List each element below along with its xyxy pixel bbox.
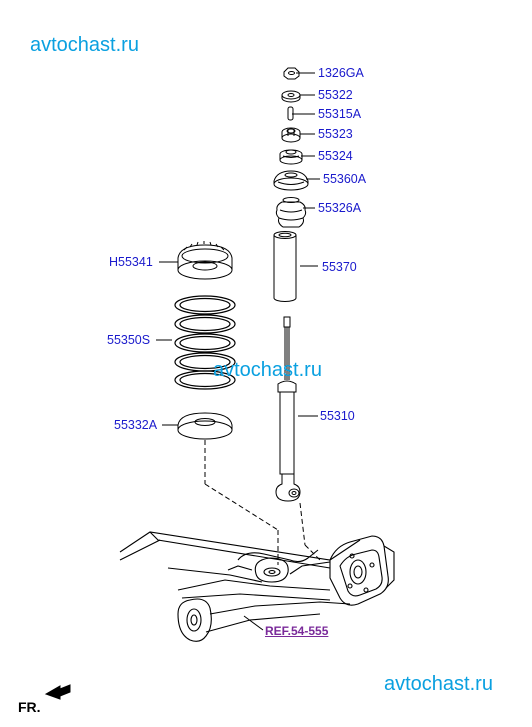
part-label-55310[interactable]: 55310 [320,409,355,423]
upper-spring-seat-part [177,241,233,280]
watermark: avtochast.ru [384,673,493,695]
reference-leader [243,615,264,631]
part-label-1326GA[interactable]: 1326GA [318,66,364,80]
part-label-55323[interactable]: 55323 [318,127,353,141]
part-label-55324[interactable]: 55324 [318,149,353,163]
front-direction-label: FR. [18,699,41,715]
part-label-H55341[interactable]: H55341 [109,255,153,269]
front-direction-arrow [44,684,71,700]
shock-absorber-part [275,316,301,502]
axle-beam [119,531,395,642]
part-label-55360A[interactable]: 55360A [323,172,367,186]
part-label-55370[interactable]: 55370 [322,260,357,274]
bushing-upper-part [281,127,301,143]
part-label-55350S[interactable]: 55350S [107,333,151,347]
part-label-55326A[interactable]: 55326A [318,201,362,215]
alignment-dashes [204,440,321,565]
bushing-lower-part [279,149,303,165]
part-label-55332A[interactable]: 55332A [114,418,158,432]
nut-part [283,67,300,80]
lower-spring-seat-part [177,412,233,440]
watermark: avtochast.ru [30,34,139,56]
pin-part [287,106,294,121]
washer-part [281,90,301,103]
dust-cap-part [273,170,309,191]
leader-lines [156,72,320,426]
coil-spring-part [174,295,236,390]
part-label-55315A[interactable]: 55315A [318,107,362,121]
dust-boot-part [273,231,297,302]
reference-link[interactable]: REF.54-555 [265,624,329,638]
bump-stop-part [275,197,307,228]
part-label-55322[interactable]: 55322 [318,88,353,102]
watermark: avtochast.ru [213,359,322,381]
